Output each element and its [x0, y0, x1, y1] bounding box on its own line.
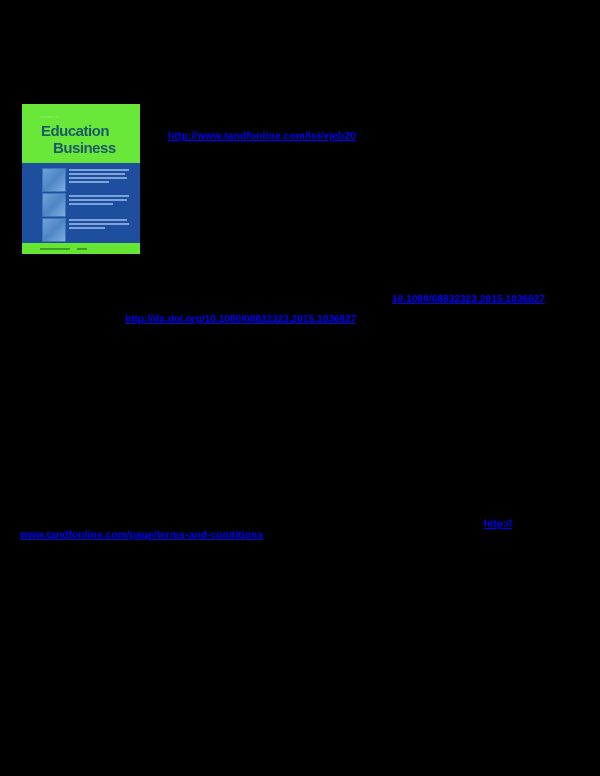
doi-url-link[interactable]: http://dx.doi.org/10.1080/08832323.2015.… — [125, 314, 357, 325]
cover-article-text — [69, 219, 131, 231]
cover-article-text — [69, 195, 131, 207]
cover-journal-prefix: Journal of — [40, 114, 58, 119]
terms-link-part1[interactable]: http:// — [484, 519, 512, 530]
cover-article-text — [69, 169, 131, 185]
journal-cover-image: Journal of Education Business — [22, 104, 140, 254]
cover-header: Journal of Education Business — [22, 104, 140, 163]
terms-link-part2[interactable]: www.tandfonline.com/page/terms-and-condi… — [20, 530, 264, 541]
cover-contents-panel — [22, 163, 140, 243]
journal-homepage-link[interactable]: http://www.tandfonline.com/loi/vjeb20 — [168, 131, 356, 142]
cover-article-thumbnail — [42, 193, 66, 217]
doi-short-link[interactable]: 10.1080/08832323.2015.1036827 — [392, 294, 546, 305]
cover-footer — [22, 243, 140, 254]
cover-title-education: Education — [41, 123, 110, 140]
cover-title-business: Business — [53, 140, 116, 157]
cover-article-thumbnail — [42, 168, 66, 192]
cover-article-thumbnail — [42, 218, 66, 242]
